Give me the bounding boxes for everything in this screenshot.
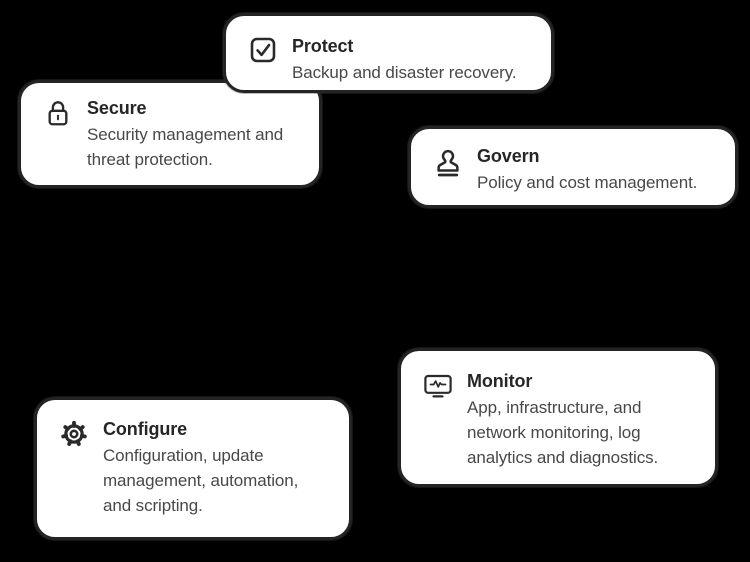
card-description: Policy and cost management. [477, 173, 698, 192]
card-title: Secure [87, 98, 147, 118]
card-govern: Govern Policy and cost management. [408, 126, 738, 208]
card-title: Protect [292, 36, 354, 56]
card-protect: Protect Backup and disaster recovery. [223, 13, 554, 93]
card-secure: Secure Security management and threat pr… [18, 80, 322, 188]
card-text: Monitor App, infrastructure, and network… [467, 370, 703, 470]
monitor-pulse-icon [423, 371, 453, 405]
card-description: Backup and disaster recovery. [292, 63, 517, 82]
gear-icon [59, 419, 89, 453]
checkbox-check-icon [248, 36, 278, 70]
card-monitor: Monitor App, infrastructure, and network… [398, 348, 718, 487]
card-text: Govern Policy and cost management. [477, 145, 723, 195]
card-text: Protect Backup and disaster recovery. [292, 35, 541, 85]
stamp-icon [433, 146, 463, 180]
card-description: Security management and threat protectio… [87, 125, 284, 169]
lock-icon [43, 98, 73, 132]
card-text: Configure Configuration, update manageme… [103, 418, 337, 518]
card-description: Configuration, update management, automa… [103, 446, 299, 515]
card-title: Monitor [467, 371, 533, 391]
card-text: Secure Security management and threat pr… [87, 97, 307, 172]
card-title: Configure [103, 419, 188, 439]
card-description: App, infrastructure, and network monitor… [467, 398, 659, 467]
card-configure: Configure Configuration, update manageme… [34, 397, 352, 540]
card-title: Govern [477, 146, 540, 166]
